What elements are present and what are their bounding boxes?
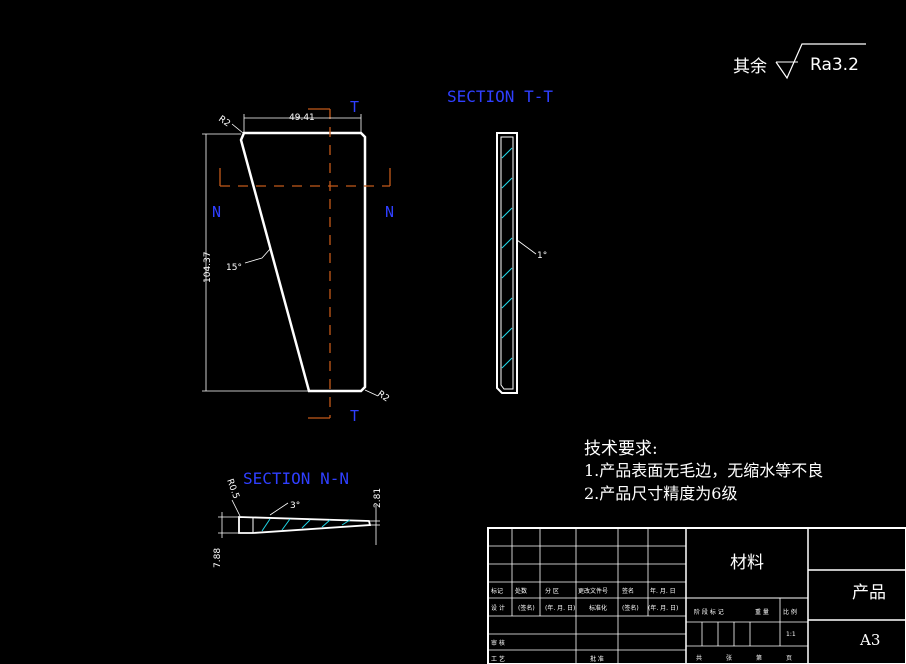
rowlabel-gongyi: 工 艺 <box>491 655 505 663</box>
section-tt-outline <box>496 132 518 394</box>
tech-req-title: 技术要求: <box>584 439 658 459</box>
section-marker-t-top: T <box>350 98 359 116</box>
section-tt-title: SECTION T-T <box>447 87 553 106</box>
title-block <box>487 527 906 664</box>
section-nn-view: SECTION N-N 7.88 R0.5 3° 2.81 <box>213 469 383 568</box>
weight-label: 重 量 <box>755 608 769 616</box>
section-nn-outline <box>238 516 372 534</box>
rowlabel-biaozhunhua: 标准化 <box>589 604 607 612</box>
section-tt-angle-text: 1° <box>537 251 547 261</box>
scale-label: 1:1 <box>786 631 796 638</box>
main-part-outline <box>239 131 367 393</box>
material-label: 材料 <box>730 553 764 573</box>
section-tt-view: SECTION T-T 1° <box>447 87 553 394</box>
roughness-value: Ra3.2 <box>810 55 859 75</box>
sheet-zhang: 张 <box>726 654 732 662</box>
nn-right-thickness-text: 2.81 <box>373 488 383 508</box>
section-nn-title: SECTION N-N <box>243 469 349 488</box>
section-tt-angle-leader <box>516 239 537 255</box>
nn-left-thickness-text: 7.88 <box>213 548 223 568</box>
rowlabel-qianming2: (签名) <box>518 604 535 612</box>
section-marker-t-bottom: T <box>350 407 359 425</box>
radius-bottom-text: R2 <box>375 389 391 404</box>
surface-roughness-note: 其余 Ra3.2 <box>733 43 866 80</box>
sheet-ye: 页 <box>786 655 792 662</box>
tech-requirements: 技术要求: 1.产品表面无毛边，无缩水等不良 2.产品尺寸精度为6级 <box>584 439 823 503</box>
radius-top-text: R2 <box>216 114 232 129</box>
rowlabel-chushu: 处数 <box>515 587 527 595</box>
radius-bottom-leader <box>364 389 379 397</box>
ratio-label: 比 例 <box>783 608 797 616</box>
title-block-text: 材料 产品 A3 1:1 标记 处数 分 区 更改文件号 签名 年. 月. 日 … <box>491 553 886 663</box>
rowlabel-nianyueri3: (年. 月. 日) <box>648 604 678 612</box>
rowlabel-sheji: 设 计 <box>491 604 505 612</box>
nn-radius-leader <box>231 499 241 517</box>
tech-req-item-1: 1.产品表面无毛边，无缩水等不良 <box>584 461 823 480</box>
section-nn-hatching <box>261 518 351 532</box>
main-view: T T N N 49.41 104.37 15° R2 R2 <box>202 98 394 425</box>
rowlabel-gengai: 更改文件号 <box>578 587 608 595</box>
rowlabel-qianming3: (签名) <box>622 604 639 612</box>
width-dim-text: 49.41 <box>289 113 315 123</box>
nn-radius-text: R0.5 <box>224 478 240 501</box>
tb-stage-grid <box>686 598 808 647</box>
stage-label: 阶 段 标 记 <box>694 608 724 616</box>
section-marker-n-left: N <box>212 203 221 221</box>
product-label: 产品 <box>852 583 886 603</box>
tech-req-item-2: 2.产品尺寸精度为6级 <box>584 484 737 503</box>
section-marker-n-right: N <box>385 203 394 221</box>
sheet-gong: 共 <box>696 654 702 662</box>
angle-dim-text: 15° <box>226 263 242 273</box>
paper-size-label: A3 <box>859 631 880 649</box>
rowlabel-shenhe: 审 核 <box>491 639 505 647</box>
rowlabel-fenqu: 分 区 <box>545 587 559 595</box>
tb-left-grid <box>488 528 686 664</box>
section-tt-hatching <box>501 147 513 369</box>
rowlabel-biaoji: 标记 <box>491 587 503 595</box>
nn-angle-text: 3° <box>290 501 300 511</box>
sheet-di: 第 <box>756 654 762 662</box>
title-block-frame <box>487 527 906 664</box>
rowlabel-qianming: 签名 <box>622 587 634 595</box>
surface-note-prefix: 其余 <box>733 57 767 77</box>
height-dim-text: 104.37 <box>203 252 213 284</box>
rowlabel-pizhun: 批 准 <box>590 655 604 663</box>
roughness-symbol <box>775 43 866 80</box>
section-tt-inner <box>500 136 514 390</box>
nn-angle-leader <box>269 502 289 516</box>
radius-top-leader <box>231 123 244 134</box>
rowlabel-nianyueri: 年. 月. 日 <box>650 587 676 595</box>
rowlabel-nianyueri2: (年. 月. 日) <box>545 604 575 612</box>
angle-leader <box>244 248 271 264</box>
